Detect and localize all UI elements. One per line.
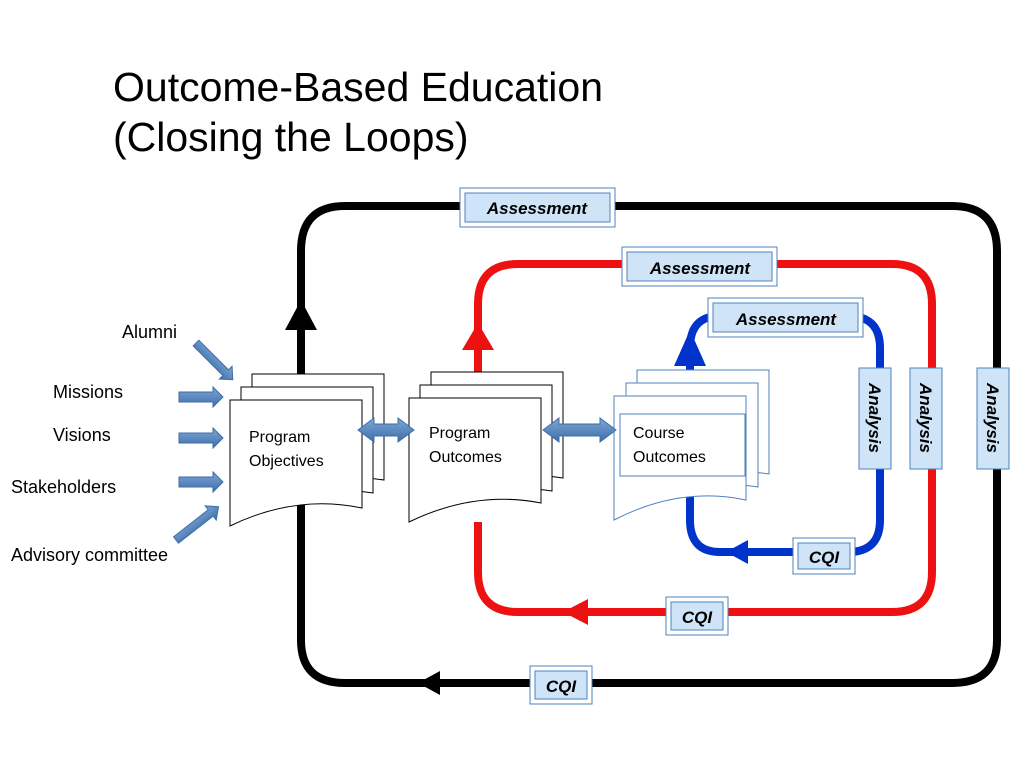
middle-loop-left-arrow bbox=[563, 599, 588, 625]
program-outcomes-line-1: Program bbox=[429, 425, 490, 442]
middle-cqi-box: CQI bbox=[665, 596, 729, 636]
outer-assessment-label: Assessment bbox=[486, 199, 589, 218]
course-outcomes-line-2: Outcomes bbox=[633, 449, 706, 466]
title-line-1: Outcome-Based Education bbox=[113, 64, 603, 110]
program-outcomes-line-2: Outcomes bbox=[429, 449, 502, 466]
page-title: Outcome-Based Education (Closing the Loo… bbox=[113, 62, 603, 162]
inner-analysis-label: Analysis bbox=[865, 382, 884, 453]
outer-loop-up-arrow bbox=[285, 300, 317, 330]
stakeholders-label: Stakeholders bbox=[11, 477, 116, 497]
outer-loop-line bbox=[297, 202, 1001, 687]
missions-arrow bbox=[178, 385, 224, 409]
title-line-2: (Closing the Loops) bbox=[113, 114, 469, 160]
missions-label: Missions bbox=[53, 382, 123, 402]
program-objectives-doc: Program Objectives bbox=[229, 373, 385, 527]
outer-loop bbox=[285, 202, 1001, 695]
course-outcomes-line-1: Course bbox=[633, 425, 685, 442]
program-objectives-line-2: Objectives bbox=[249, 453, 324, 470]
course-outcomes-inner-frame bbox=[619, 413, 746, 477]
advisory-committee-label: Advisory committee bbox=[11, 545, 168, 565]
inner-cqi-label: CQI bbox=[809, 548, 841, 567]
middle-cqi-label: CQI bbox=[682, 608, 714, 627]
program-objectives-line-1: Program bbox=[249, 429, 310, 446]
inner-cqi-box: CQI bbox=[792, 537, 856, 575]
outer-assessment-box: Assessment bbox=[459, 187, 616, 228]
program-outcomes-doc: Program Outcomes bbox=[408, 371, 564, 523]
inner-assessment-label: Assessment bbox=[735, 310, 838, 329]
middle-analysis-label: Analysis bbox=[916, 382, 935, 453]
course-outcomes-doc: Course Outcomes bbox=[613, 369, 770, 521]
alumni-label: Alumni bbox=[122, 322, 177, 342]
double-arrow-objectives-outcomes bbox=[357, 417, 415, 443]
input-arrows bbox=[172, 339, 234, 544]
inner-assessment-box: Assessment bbox=[707, 297, 864, 338]
double-arrow-outcomes-course bbox=[542, 417, 617, 443]
middle-assessment-box: Assessment bbox=[621, 246, 778, 287]
visions-arrow bbox=[178, 426, 224, 450]
outer-analysis-label: Analysis bbox=[983, 382, 1002, 453]
stakeholders-arrow bbox=[178, 470, 224, 494]
advisory-arrow bbox=[172, 505, 220, 544]
alumni-arrow bbox=[192, 339, 234, 381]
middle-analysis-box: Analysis bbox=[909, 367, 943, 470]
middle-loop-up-arrow bbox=[462, 323, 494, 350]
outer-cqi-label: CQI bbox=[546, 677, 578, 696]
inner-analysis-box: Analysis bbox=[858, 367, 892, 470]
outer-cqi-box: CQI bbox=[529, 665, 593, 705]
middle-assessment-label: Assessment bbox=[649, 259, 752, 278]
middle-loop-line bbox=[474, 260, 936, 616]
outer-analysis-box: Analysis bbox=[976, 367, 1010, 470]
inner-loop-left-arrow bbox=[726, 540, 748, 564]
visions-label: Visions bbox=[53, 425, 111, 445]
inner-loop-up-arrow bbox=[674, 330, 706, 366]
outer-loop-left-arrow bbox=[418, 671, 440, 695]
